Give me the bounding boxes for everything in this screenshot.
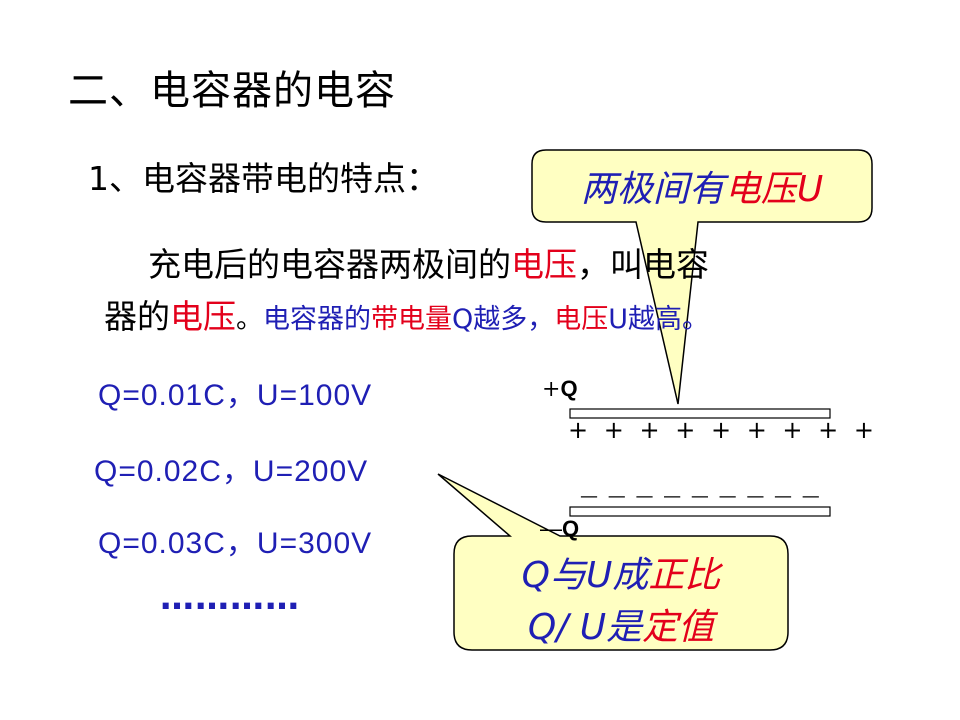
paragraph-text-blue: Q越多，	[452, 304, 555, 335]
paragraph-text-blue: 电容器的	[263, 304, 371, 335]
paragraph-text: 充电后的电容器两极间的	[148, 245, 511, 284]
callout-text-blue: 两极间有	[580, 169, 725, 210]
callout-top-text: 两极间有电压U	[532, 160, 872, 212]
bottom-plate-label: —Q	[540, 516, 579, 542]
callout-text-blue: Q与U成	[521, 555, 649, 596]
paragraph-text: ，叫电容	[577, 245, 709, 284]
equation-2: Q=0.02C，U=200V	[94, 455, 369, 488]
callout-text-red: 正比	[648, 555, 721, 596]
capacitor-top-plate	[569, 408, 831, 419]
equation-3: Q=0.03C，U=300V	[98, 527, 373, 560]
charge-letter: Q	[560, 376, 578, 401]
positive-charges: + + + + + + + + +	[568, 416, 879, 444]
paragraph-text: 。	[236, 304, 263, 335]
paragraph-line-2: 器的电压。电容器的带电量Q越多，电压U越高。	[104, 290, 709, 338]
callout-top-shape	[531, 149, 873, 405]
capacitor-bottom-plate	[569, 506, 831, 517]
callout-text-red: 定值	[642, 607, 715, 648]
section-subtitle: 1、电容器带电的特点：	[88, 159, 439, 198]
ellipsis: …………	[160, 578, 300, 618]
minus-sign: —	[540, 516, 562, 541]
negative-charges: — — — — — — — — —	[580, 486, 822, 507]
plus-sign: +	[542, 377, 561, 402]
paragraph-line-1: 充电后的电容器两极间的电压，叫电容	[148, 238, 709, 286]
callout-bottom-line-1: Q与U成正比	[454, 546, 788, 598]
highlight-charge: 带电量	[371, 304, 452, 335]
callout-bottom-line-2: Q/ U是定值	[454, 598, 788, 650]
callout-text-blue: Q/ U是	[527, 607, 643, 648]
page-title: 二、电容器的电容	[68, 68, 396, 114]
paragraph-text: 器的	[104, 297, 170, 336]
highlight-voltage: 电压	[170, 297, 236, 336]
equation-1: Q=0.01C，U=100V	[98, 379, 373, 412]
highlight-voltage: 电压	[511, 245, 577, 284]
callout-text-red: 电压U	[724, 169, 824, 210]
top-plate-label: +Q	[542, 376, 578, 402]
highlight-voltage: 电压	[554, 304, 609, 335]
callout-bottom-shape	[437, 473, 789, 651]
paragraph-text-blue: U越高。	[608, 304, 710, 335]
charge-letter: Q	[562, 516, 580, 541]
